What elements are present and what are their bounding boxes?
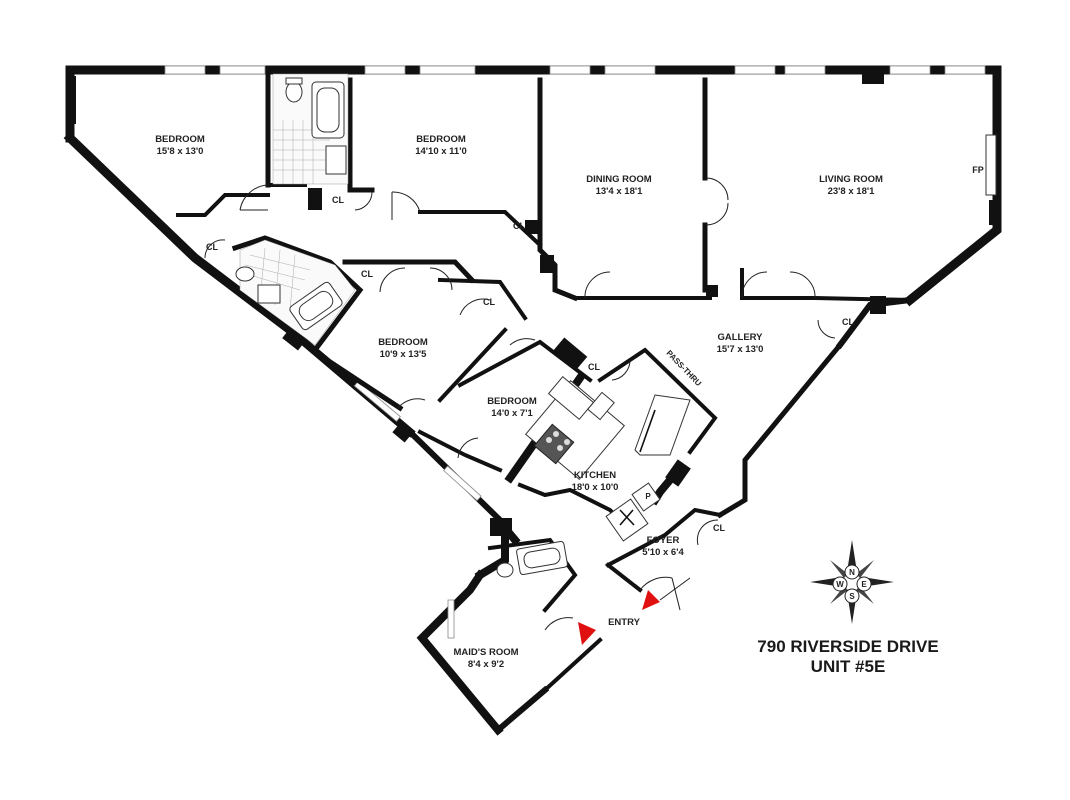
entry-marker-left bbox=[578, 622, 596, 645]
columns bbox=[66, 74, 999, 536]
closet-label: CL bbox=[513, 221, 525, 231]
closet-label: CL bbox=[483, 297, 495, 307]
kitchen-dim: 18'0 x 10'0 bbox=[572, 482, 619, 493]
title-block: 790 RIVERSIDE DRIVE UNIT #5E bbox=[757, 637, 938, 676]
fireplace-label: FP bbox=[972, 165, 984, 175]
bedroom1-dim: 15'8 x 13'0 bbox=[157, 146, 204, 157]
bedroom4-name: BEDROOM bbox=[487, 396, 537, 407]
living-dim: 23'8 x 18'1 bbox=[828, 186, 875, 197]
bedroom4-dim: 14'0 x 7'1 bbox=[491, 408, 533, 419]
kitchen-name: KITCHEN bbox=[574, 470, 616, 481]
compass: N S W E bbox=[810, 540, 894, 624]
maids-dim: 8'4 x 9'2 bbox=[468, 659, 504, 670]
bath-top bbox=[272, 73, 349, 185]
maids-name: MAID'S ROOM bbox=[453, 647, 518, 658]
closet-label: CL bbox=[842, 317, 854, 327]
compass-n: N bbox=[849, 568, 855, 577]
doors bbox=[204, 177, 836, 631]
closet-label: CL bbox=[713, 523, 725, 533]
bath-maid bbox=[496, 541, 568, 578]
bedroom3-dim: 10'9 x 13'5 bbox=[380, 349, 427, 360]
gallery-name: GALLERY bbox=[717, 332, 763, 343]
pass-thru-label: PASS-THRU bbox=[665, 349, 704, 389]
living-name: LIVING ROOM bbox=[819, 174, 883, 185]
bedroom1-name: BEDROOM bbox=[155, 134, 205, 145]
kitchen-fixtures bbox=[524, 376, 691, 542]
compass-w: W bbox=[836, 580, 844, 589]
address-title: 790 RIVERSIDE DRIVE bbox=[757, 637, 938, 656]
bedroom2-name: BEDROOM bbox=[416, 134, 466, 145]
dining-dim: 13'4 x 18'1 bbox=[596, 186, 643, 197]
closet-label: CL bbox=[332, 195, 344, 205]
bedroom2-dim: 14'10 x 11'0 bbox=[415, 146, 467, 157]
entry-label: ENTRY bbox=[608, 617, 641, 628]
closet-label: CL bbox=[361, 269, 373, 279]
unit-title: UNIT #5E bbox=[811, 657, 886, 676]
dining-name: DINING ROOM bbox=[586, 174, 652, 185]
compass-e: E bbox=[861, 580, 867, 589]
bedroom3-name: BEDROOM bbox=[378, 337, 428, 348]
closet-labels: CL CL CL CL CL CL CL CL bbox=[206, 195, 854, 533]
closet-label: CL bbox=[588, 362, 600, 372]
windows-top bbox=[164, 65, 986, 639]
fireplace bbox=[985, 134, 997, 196]
compass-s: S bbox=[849, 592, 855, 601]
closet-label: CL bbox=[206, 242, 218, 252]
entry-marker-right bbox=[642, 590, 660, 610]
foyer-dim: 5'10 x 6'4 bbox=[642, 547, 684, 558]
bath-mid bbox=[235, 239, 356, 346]
foyer-name: FOYER bbox=[647, 535, 680, 546]
pantry-label: P bbox=[645, 492, 651, 501]
gallery-dim: 15'7 x 13'0 bbox=[717, 344, 764, 355]
